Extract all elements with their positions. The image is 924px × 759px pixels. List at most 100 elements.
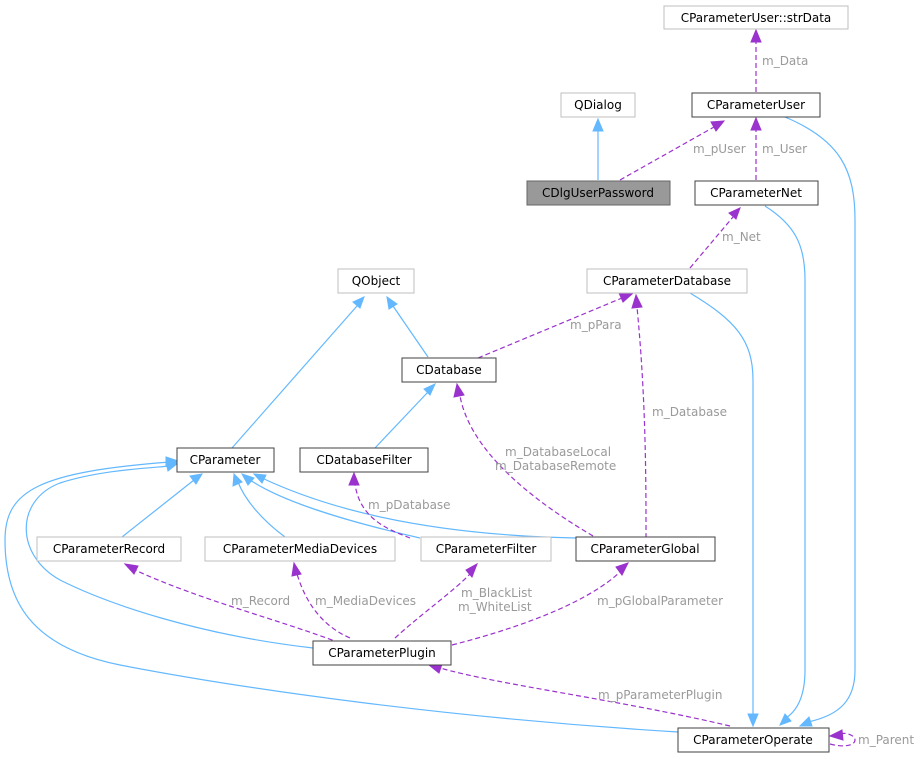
arrow-parameter-6 bbox=[252, 473, 267, 484]
node-label-qdialog: QDialog bbox=[574, 98, 622, 112]
edge-m-blacklist bbox=[394, 573, 471, 639]
label-m-data: m_Data bbox=[762, 54, 808, 68]
node-parameterplugin[interactable]: CParameterPlugin bbox=[312, 640, 452, 666]
label-m-pglobalparameter: m_pGlobalParameter bbox=[597, 594, 723, 608]
edge-m-pglobalparameter bbox=[451, 571, 621, 646]
edge-m-pparameterplugin bbox=[439, 667, 731, 727]
edge-plugin-to-parameter bbox=[25, 465, 314, 649]
node-qdialog[interactable]: QDialog bbox=[560, 92, 636, 118]
label-m-puser: m_pUser bbox=[693, 142, 746, 156]
node-label-parameterdatabase: CParameterDatabase bbox=[603, 274, 731, 288]
arrow-net bbox=[728, 207, 741, 220]
node-database[interactable]: CDatabase bbox=[401, 357, 497, 383]
edge-m-net bbox=[689, 216, 734, 269]
node-label-database: CDatabase bbox=[416, 363, 482, 377]
arrow-parameter-3 bbox=[189, 473, 203, 485]
label-m-whitelist: m_WhiteList bbox=[458, 600, 532, 614]
arrow-operate-self bbox=[828, 729, 844, 741]
arrow-pdatabase-1 bbox=[618, 292, 634, 303]
node-strdata[interactable]: CParameterUser::strData bbox=[663, 5, 849, 30]
node-parameterglobal[interactable]: CParameterGlobal bbox=[575, 536, 716, 562]
node-parameternet[interactable]: CParameterNet bbox=[694, 180, 819, 206]
node-label-parameterglobal: CParameterGlobal bbox=[590, 542, 699, 556]
node-databasefilter[interactable]: CDatabaseFilter bbox=[299, 447, 429, 473]
node-parameterrecord[interactable]: CParameterRecord bbox=[36, 536, 182, 562]
node-parameter[interactable]: CParameter bbox=[176, 447, 275, 473]
edge-operate-from-pdatabase bbox=[689, 292, 754, 715]
arrow-operate-2 bbox=[779, 713, 792, 726]
arrow-qobject-1 bbox=[352, 296, 365, 309]
arrow-user-1 bbox=[710, 120, 726, 132]
arrow-mediadevices bbox=[291, 561, 302, 577]
edge-databasefilter-to-database bbox=[374, 391, 429, 449]
node-label-dlguserpassword: CDlgUserPassword bbox=[542, 186, 654, 200]
label-m-pparameterplugin: m_pParameterPlugin bbox=[598, 688, 722, 702]
nodes: CParameterUser::strData QDialog CParamet… bbox=[36, 5, 849, 753]
arrow-parameter-2 bbox=[165, 456, 180, 467]
node-parameteroperate[interactable]: CParameterOperate bbox=[677, 727, 830, 753]
arrow-qobject-2 bbox=[386, 295, 398, 310]
edge-operate-from-user bbox=[784, 116, 856, 723]
edge-labels: m_Data m_pUser m_User m_Net m_pPara m_Da… bbox=[231, 54, 914, 747]
edge-m-parent bbox=[829, 732, 856, 747]
label-m-net: m_Net bbox=[722, 230, 761, 244]
arrow-database-2 bbox=[453, 382, 465, 398]
label-m-databaselocal: m_DatabaseLocal bbox=[505, 445, 611, 459]
inheritance-edges bbox=[4, 116, 856, 733]
node-label-parameternet: CParameterNet bbox=[710, 186, 802, 200]
arrow-operate-3 bbox=[747, 713, 759, 728]
edge-m-database bbox=[636, 306, 647, 539]
node-label-qobject: QObject bbox=[352, 274, 401, 288]
arrow-global bbox=[615, 562, 629, 576]
node-parameteruser[interactable]: CParameterUser bbox=[691, 92, 821, 118]
node-dlguserpassword[interactable]: CDlgUserPassword bbox=[526, 180, 671, 206]
edge-operate-to-parameter bbox=[4, 461, 679, 733]
arrow-operate-1 bbox=[798, 716, 813, 727]
arrow-database bbox=[423, 382, 437, 396]
arrow-record bbox=[123, 563, 139, 575]
label-m-mediadevices: m_MediaDevices bbox=[315, 594, 416, 608]
label-m-ppara: m_pPara bbox=[570, 318, 622, 332]
node-qobject[interactable]: QObject bbox=[337, 268, 415, 294]
edge-database-to-qobject bbox=[392, 305, 429, 358]
label-m-parent: m_Parent bbox=[858, 733, 914, 747]
arrow-user-2 bbox=[750, 116, 762, 131]
node-label-parameterfilter: CParameterFilter bbox=[436, 542, 537, 556]
node-parametermediadevices[interactable]: CParameterMediaDevices bbox=[204, 536, 396, 562]
edge-m-mediadevices bbox=[296, 573, 351, 639]
label-m-databaseremote: m_DatabaseRemote bbox=[495, 459, 616, 473]
arrow-pdatabase-2 bbox=[631, 293, 643, 309]
label-m-user: m_User bbox=[762, 142, 807, 156]
edge-m-record bbox=[134, 569, 341, 644]
edge-record-to-parameter bbox=[121, 479, 195, 538]
edge-m-puser bbox=[619, 126, 715, 181]
edge-m-ppara bbox=[477, 297, 623, 359]
arrow-qdialog bbox=[592, 117, 604, 132]
node-parameterdatabase[interactable]: CParameterDatabase bbox=[586, 268, 748, 294]
node-label-parametermediadevices: CParameterMediaDevices bbox=[223, 542, 377, 556]
node-label-strdata: CParameterUser::strData bbox=[681, 11, 832, 25]
arrow-filter bbox=[465, 562, 478, 578]
edge-mediadevices-to-parameter bbox=[237, 481, 286, 538]
arrow-parameter-5 bbox=[240, 473, 255, 486]
edge-m-databaselocal bbox=[459, 395, 601, 541]
arrow-databasefilter bbox=[348, 471, 360, 486]
node-label-parameteroperate: CParameterOperate bbox=[693, 733, 813, 747]
edge-global-to-parameter bbox=[261, 477, 577, 539]
arrow-parameter-4 bbox=[232, 472, 243, 487]
node-parameterfilter[interactable]: CParameterFilter bbox=[420, 536, 552, 562]
label-m-record: m_Record bbox=[231, 594, 290, 608]
node-label-parameterrecord: CParameterRecord bbox=[53, 542, 165, 556]
usage-edges bbox=[123, 28, 856, 747]
edge-filter-to-parameter bbox=[249, 479, 421, 539]
label-m-blacklist: m_BlackList bbox=[461, 586, 532, 600]
edge-operate-from-net bbox=[764, 205, 806, 719]
edge-parameter-to-qobject bbox=[231, 305, 358, 449]
label-m-pdatabase: m_pDatabase bbox=[368, 498, 451, 512]
node-label-parameter: CParameter bbox=[190, 453, 261, 467]
node-label-parameteruser: CParameterUser bbox=[707, 98, 805, 112]
node-label-databasefilter: CDatabaseFilter bbox=[316, 453, 411, 467]
label-m-database: m_Database bbox=[652, 405, 727, 419]
arrow-strdata bbox=[750, 28, 762, 43]
